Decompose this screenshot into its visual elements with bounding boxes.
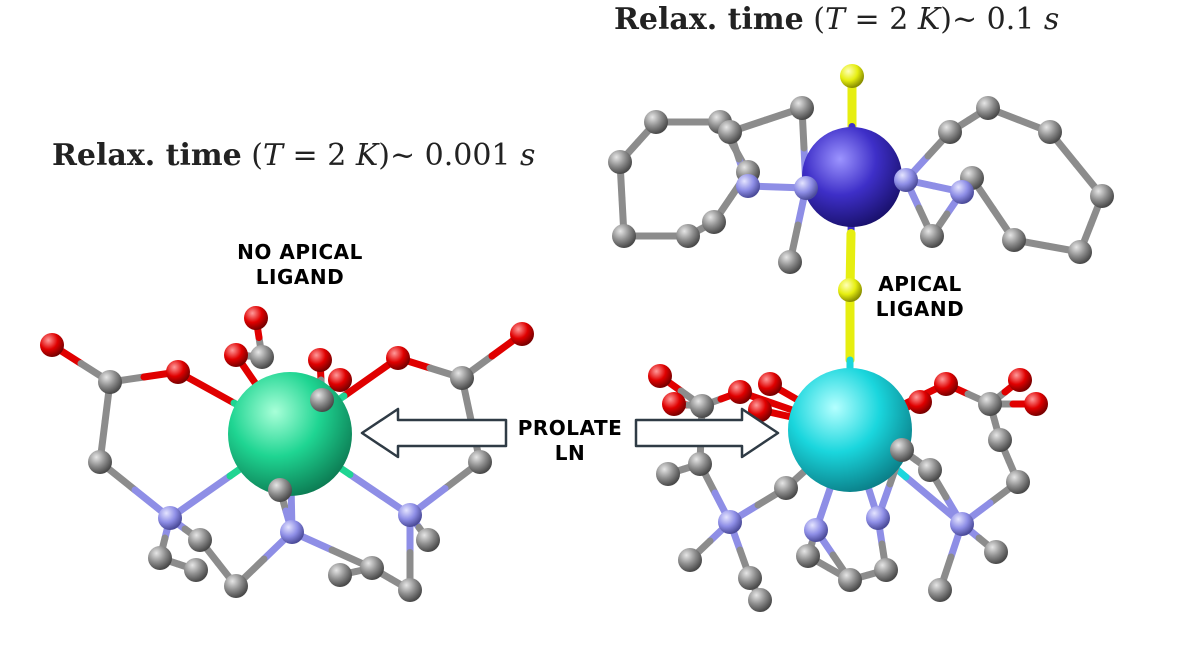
nitrogen-atom: [718, 510, 742, 534]
carbon-atom: [224, 574, 248, 598]
lanthanide-ion-right: [788, 368, 912, 492]
carbon-atom: [310, 388, 334, 412]
prolate-line-1: PROLATE: [517, 416, 623, 440]
carbon-atom: [978, 392, 1002, 416]
carbon-atom: [250, 345, 274, 369]
arrow-right-icon: [634, 407, 780, 459]
carbon-atom: [688, 452, 712, 476]
oxygen-atom: [166, 360, 190, 384]
oxygen-atom: [1008, 368, 1032, 392]
carbon-atom: [1006, 470, 1030, 494]
carbon-atom: [988, 428, 1012, 452]
no-apical-line-1: NO APICAL: [237, 240, 363, 264]
carbon-atom: [890, 438, 914, 462]
carbon-atom: [676, 224, 700, 248]
carbon-atom: [1068, 240, 1092, 264]
nitrogen-atom: [866, 506, 890, 530]
lanthanide-ion-left: [228, 372, 352, 496]
carbon-atom: [984, 540, 1008, 564]
carbon-atom: [738, 566, 762, 590]
nitrogen-atom: [894, 168, 918, 192]
oxygen-atom: [386, 346, 410, 370]
prolate-line-2: LN: [554, 441, 586, 465]
oxygen-atom: [40, 333, 64, 357]
no-apical-line-2: LIGAND: [255, 265, 345, 289]
carbon-atom: [976, 96, 1000, 120]
carbon-atom: [778, 250, 802, 274]
nitrogen-atom: [950, 180, 974, 204]
carbon-atom: [790, 96, 814, 120]
carbon-atom: [796, 544, 820, 568]
oxygen-atom: [510, 322, 534, 346]
carbon-atom: [1038, 120, 1062, 144]
carbon-atom: [644, 110, 668, 134]
nitrogen-atom: [158, 506, 182, 530]
carbon-atom: [88, 450, 112, 474]
carbon-atom: [184, 558, 208, 582]
bond: [346, 471, 414, 519]
carbon-atom: [188, 528, 212, 552]
carbon-atom: [1002, 228, 1026, 252]
oxygen-atom: [1024, 392, 1048, 416]
oxygen-atom: [728, 380, 752, 404]
atom-layer: [40, 64, 1114, 612]
carbon-atom: [98, 370, 122, 394]
bond: [902, 473, 966, 528]
carbon-atom: [148, 546, 172, 570]
carbon-atom: [360, 556, 384, 580]
relaxation-time-left: Relax. time (T = 2 K)~ 0.001 s: [52, 138, 536, 173]
carbon-atom: [690, 394, 714, 418]
carbon-atom: [416, 528, 440, 552]
carbon-atom: [718, 120, 742, 144]
oxygen-atom: [934, 372, 958, 396]
nitrogen-atom: [794, 176, 818, 200]
nitrogen-atom: [950, 512, 974, 536]
apical-ligand-atom: [838, 278, 862, 302]
carbon-atom: [468, 450, 492, 474]
nitrogen-atom: [736, 174, 760, 198]
carbon-atom: [918, 458, 942, 482]
apical-ligand-atom: [840, 64, 864, 88]
carbon-atom: [928, 578, 952, 602]
prolate-ln-label: PROLATE LN: [490, 416, 650, 466]
no-apical-ligand-label: NO APICAL LIGAND: [200, 240, 400, 290]
apical-line-2: LIGAND: [875, 297, 965, 321]
carbon-atom: [920, 224, 944, 248]
carbon-atom: [656, 462, 680, 486]
metal-center: [802, 127, 902, 227]
oxygen-atom: [758, 372, 782, 396]
carbon-atom: [748, 588, 772, 612]
apical-line-1: APICAL: [878, 272, 962, 296]
carbon-atom: [328, 563, 352, 587]
carbon-atom: [450, 366, 474, 390]
oxygen-atom: [308, 348, 332, 372]
carbon-atom: [702, 210, 726, 234]
oxygen-atom: [662, 392, 686, 416]
oxygen-atom: [328, 368, 352, 392]
carbon-atom: [268, 478, 292, 502]
nitrogen-atom: [398, 503, 422, 527]
carbon-atom: [774, 476, 798, 500]
apical-ligand-label: APICAL LIGAND: [860, 272, 980, 322]
oxygen-atom: [224, 343, 248, 367]
arrow-layer: [360, 407, 780, 459]
nitrogen-atom: [804, 518, 828, 542]
carbon-atom: [938, 120, 962, 144]
nitrogen-atom: [280, 520, 304, 544]
oxygen-atom: [648, 364, 672, 388]
carbon-atom: [874, 558, 898, 582]
carbon-atom: [608, 150, 632, 174]
oxygen-atom: [908, 390, 932, 414]
carbon-atom: [1090, 184, 1114, 208]
carbon-atom: [398, 578, 422, 602]
carbon-atom: [838, 568, 862, 592]
bond: [166, 472, 234, 522]
arrow-left-icon: [360, 407, 508, 459]
carbon-atom: [678, 548, 702, 572]
relaxation-time-right: Relax. time (T = 2 K)~ 0.1 s: [614, 2, 1060, 37]
carbon-atom: [612, 224, 636, 248]
oxygen-atom: [244, 306, 268, 330]
